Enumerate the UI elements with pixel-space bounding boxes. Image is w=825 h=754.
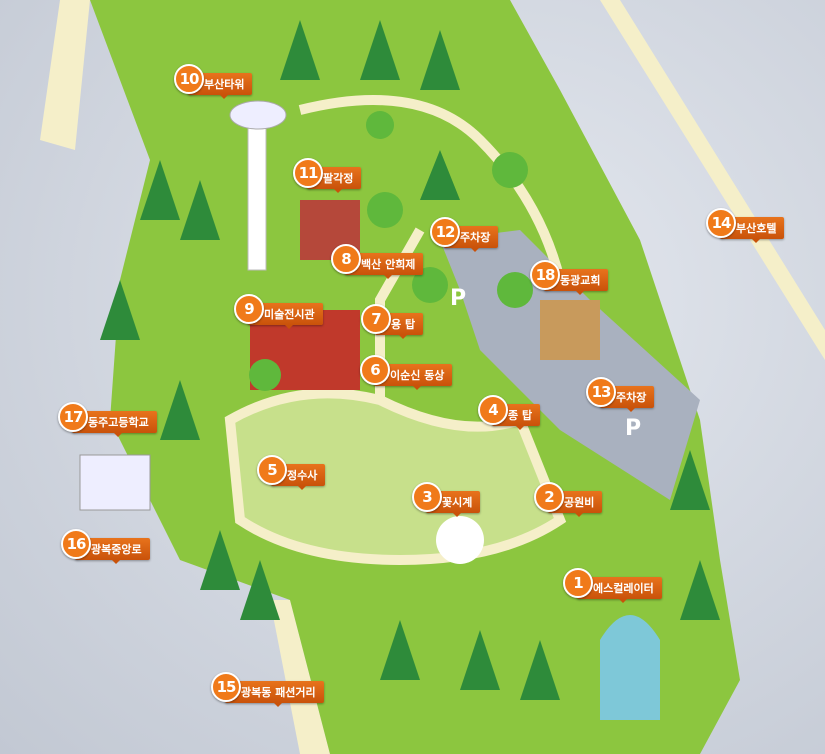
marker-label: 미술전시관 <box>248 303 323 329</box>
marker-number: 16 <box>61 529 91 559</box>
marker-number: 18 <box>530 260 560 290</box>
busan-tower <box>247 109 267 271</box>
round-trees <box>249 111 533 391</box>
marker-number: 7 <box>361 304 391 334</box>
marker-number: 1 <box>563 568 593 598</box>
marker-number: 10 <box>174 64 204 94</box>
marker-label: 동광교회 <box>544 269 609 295</box>
marker-number: 15 <box>211 672 241 702</box>
marker-label: 이순신 동상 <box>374 364 453 390</box>
marker-number: 5 <box>257 455 287 485</box>
flower-clock <box>436 516 484 564</box>
marker-number: 9 <box>234 294 264 324</box>
marker-number: 12 <box>430 217 460 247</box>
marker-label: 백산 안희제 <box>345 253 424 279</box>
marker-number: 14 <box>706 208 736 238</box>
parking-icon: P <box>625 416 641 441</box>
marker-number: 8 <box>331 244 361 274</box>
marker-number: 2 <box>534 482 564 512</box>
school <box>79 454 151 511</box>
marker-label: 광복동 패션거리 <box>225 681 324 707</box>
marker-number: 13 <box>586 377 616 407</box>
parking-icon: P <box>450 286 466 311</box>
marker-number: 6 <box>360 355 390 385</box>
escalator-tunnel <box>600 615 660 720</box>
church <box>540 300 600 360</box>
walkway <box>224 388 567 566</box>
marker-label: 부산타워 <box>188 73 253 99</box>
marker-label: 동주고등학교 <box>72 411 157 437</box>
marker-number: 3 <box>412 482 442 512</box>
marker-number: 11 <box>293 158 323 188</box>
marker-label: 부산호텔 <box>720 217 785 243</box>
marker-number: 4 <box>478 395 508 425</box>
marker-label: 광복중앙로 <box>75 538 150 564</box>
marker-number: 17 <box>58 402 88 432</box>
marker-label: 에스컬레이터 <box>577 577 662 603</box>
